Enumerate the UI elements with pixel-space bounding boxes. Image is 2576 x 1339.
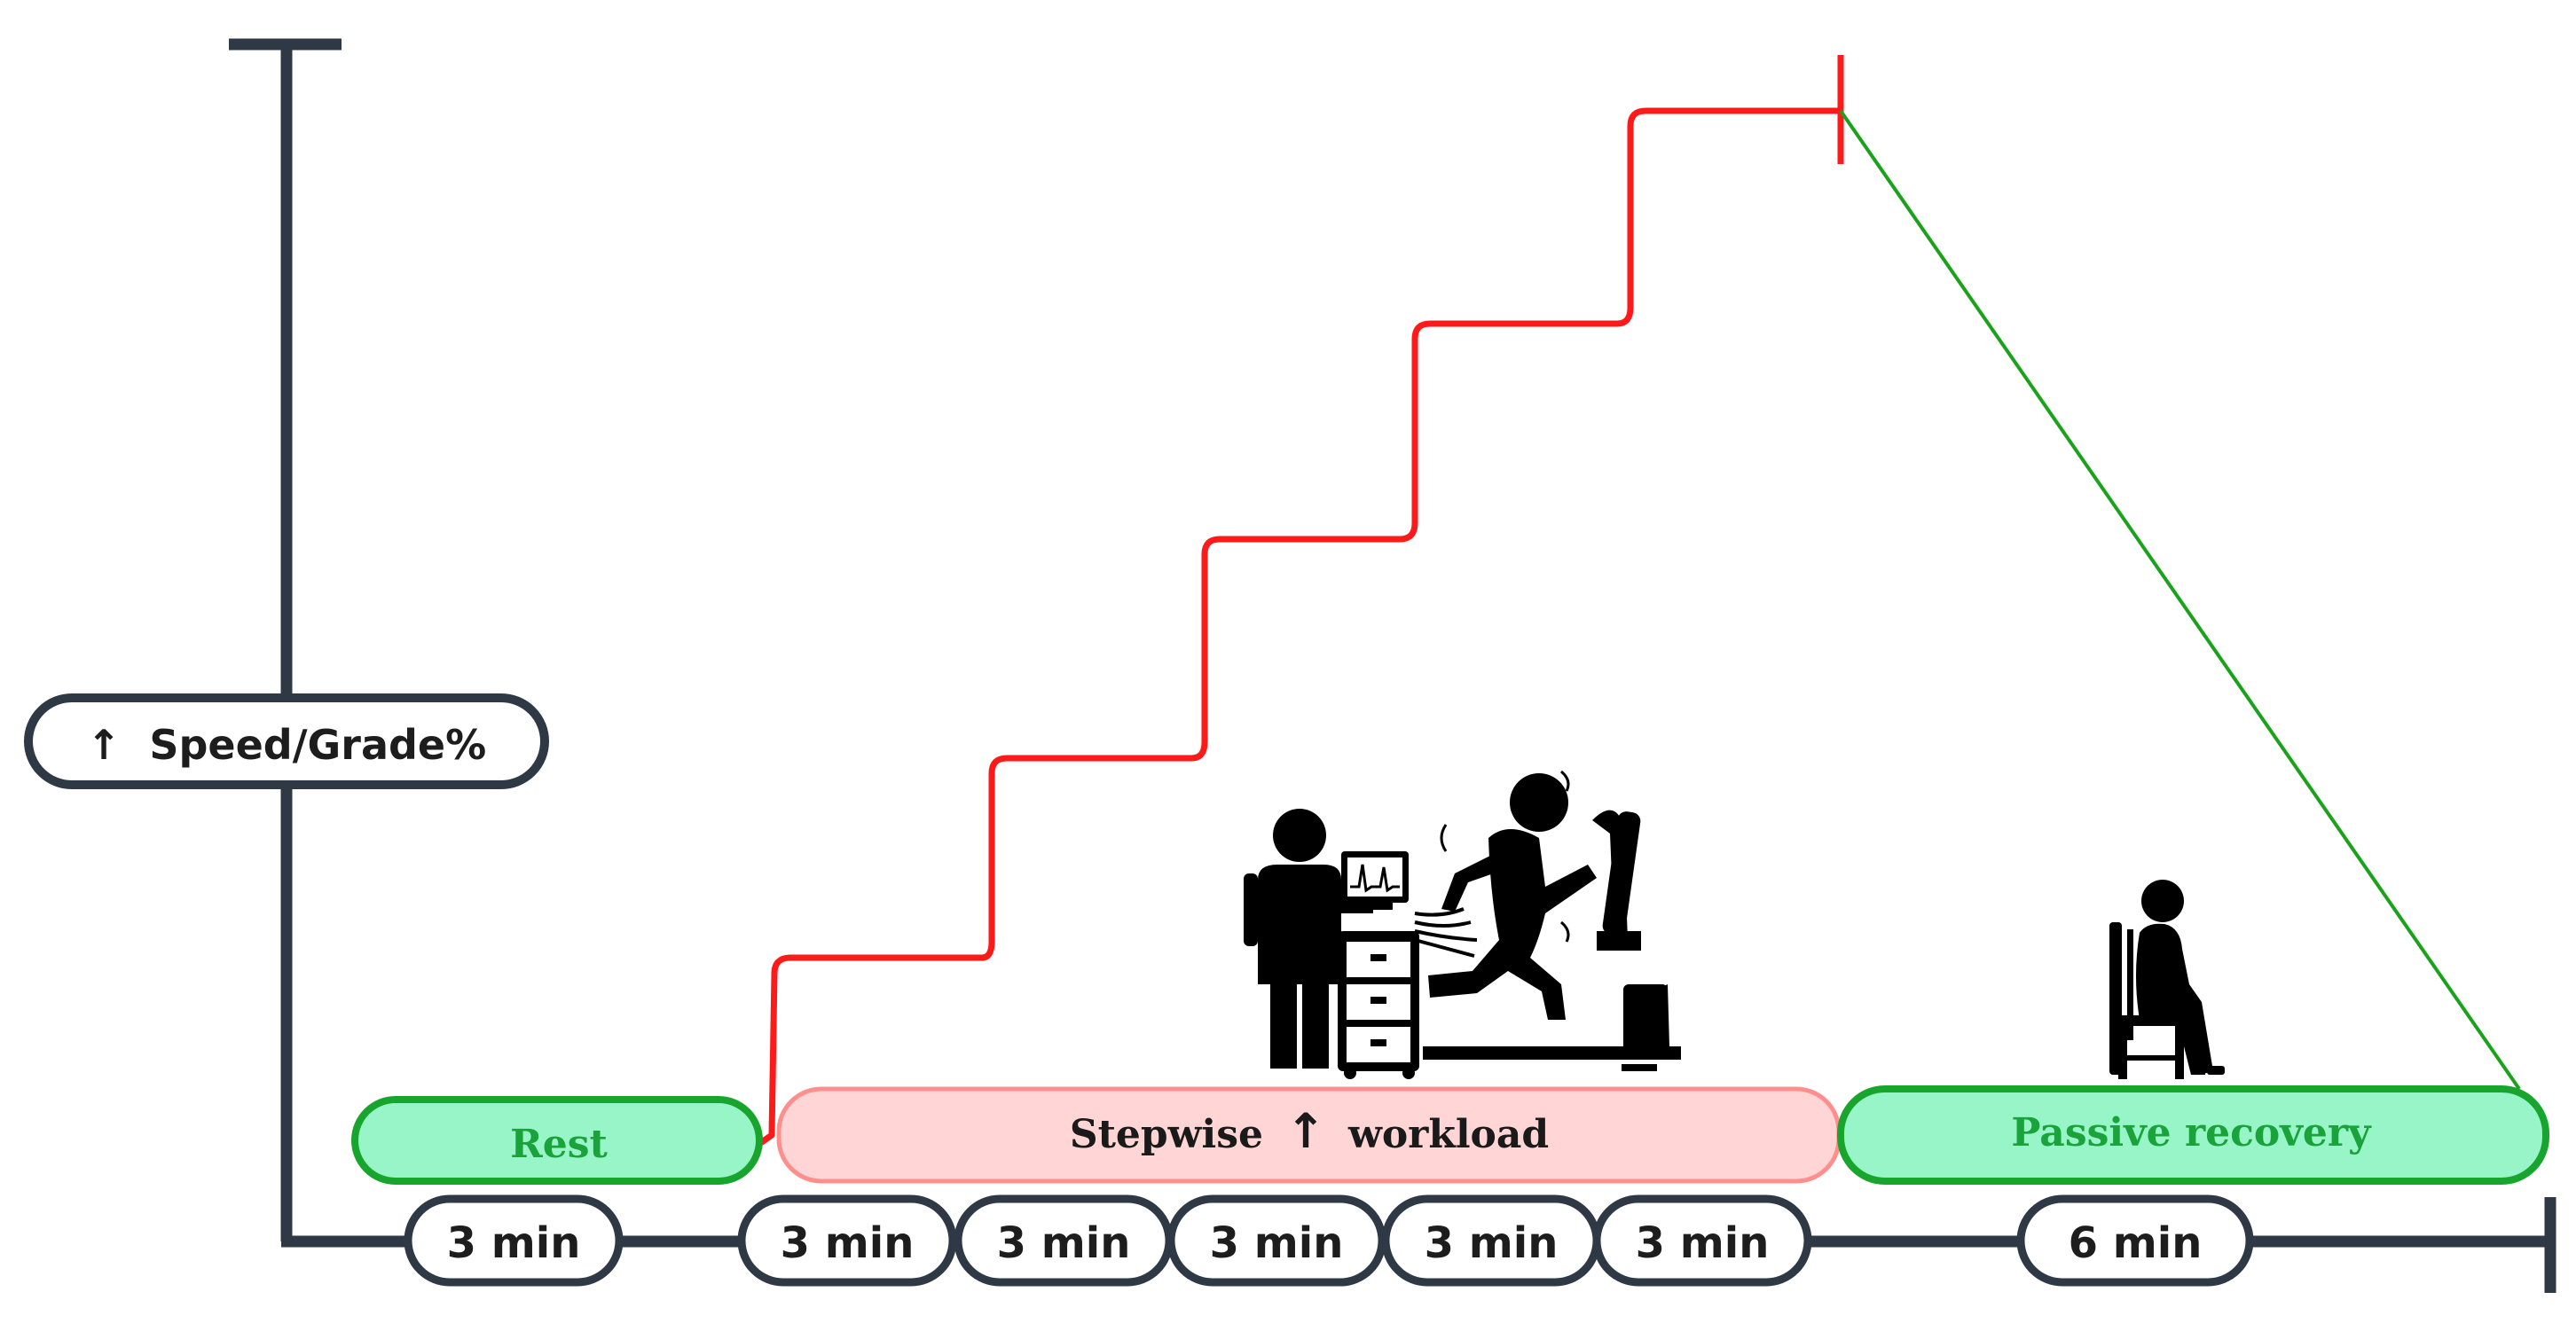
seated-person-icon: [2109, 880, 2225, 1079]
y-axis-label-text: Speed/Grade%: [149, 721, 486, 769]
passive-recovery-label: Passive recovery: [2011, 1110, 2372, 1155]
duration-label: 3 min: [1636, 1218, 1770, 1268]
duration-label: 3 min: [997, 1218, 1131, 1268]
duration-pill-stage-3: 3 min: [1166, 1194, 1386, 1287]
svg-text:↑ Speed/Grade%: ↑ Speed/Grade%: [87, 721, 486, 769]
rest-phase-bar: Rest: [351, 1096, 763, 1185]
rest-phase-label: Rest: [510, 1122, 608, 1167]
recovery-decline-line: [1839, 109, 2521, 1091]
duration-pill-stage-2: 3 min: [954, 1194, 1174, 1287]
duration-pill-stage-4: 3 min: [1381, 1194, 1601, 1287]
duration-label: 3 min: [1425, 1218, 1559, 1268]
stepwise-arrow-icon: ↑: [1285, 1103, 1325, 1159]
svg-text:Stepwise ↑ workloa: Stepwise ↑ workload: [1070, 1103, 1549, 1159]
y-axis-label: ↑ Speed/Grade%: [24, 693, 549, 789]
duration-label: 3 min: [781, 1218, 915, 1268]
duration-pill-recovery: 6 min: [2016, 1194, 2254, 1287]
stepwise-workload-bar: Stepwise ↑ workload: [776, 1086, 1842, 1184]
stepwise-label-before: Stepwise: [1070, 1112, 1263, 1157]
treadmill-test-icon: [1244, 770, 1681, 1079]
stepwise-label-after: workload: [1347, 1112, 1549, 1157]
y-axis-arrow-icon: ↑: [87, 721, 122, 769]
duration-pill-rest: 3 min: [404, 1194, 624, 1287]
workload-staircase-line: [757, 107, 1841, 1147]
duration-pill-stage-5: 3 min: [1592, 1194, 1812, 1287]
duration-label: 3 min: [447, 1218, 581, 1268]
passive-recovery-bar: Passive recovery: [1837, 1085, 2549, 1185]
duration-pill-stage-1: 3 min: [737, 1194, 957, 1287]
duration-label: 6 min: [2069, 1218, 2203, 1268]
duration-label: 3 min: [1210, 1218, 1344, 1268]
